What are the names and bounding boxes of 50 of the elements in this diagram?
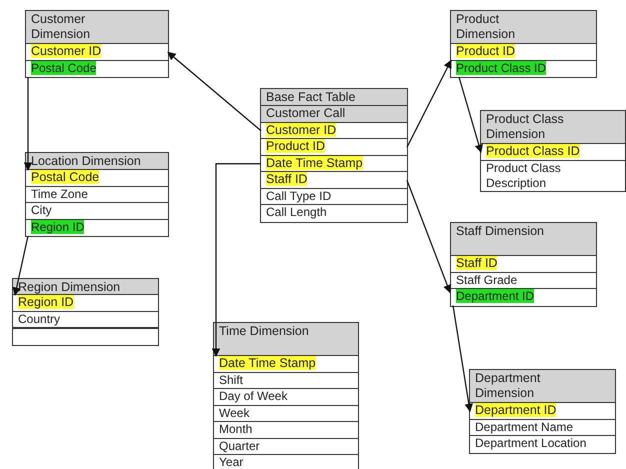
- key-field-row: Region ID: [13, 295, 158, 312]
- table-subheader: Customer Call: [261, 106, 407, 122]
- table-title: Product Dimension: [456, 12, 516, 43]
- table-title: Department Dimension: [475, 371, 542, 402]
- table-title: Region Dimension: [18, 280, 122, 294]
- table: [25, 152, 169, 237]
- table-title: Time Dimension: [219, 324, 309, 340]
- field-row: Department Name: [470, 420, 615, 436]
- key-field-row: Customer ID: [261, 122, 407, 139]
- table-title: Product Class Dimension: [486, 112, 565, 143]
- table: [480, 110, 626, 192]
- field-row: Week: [214, 406, 358, 422]
- table-title: Customer Dimension: [31, 12, 92, 43]
- table-title: Staff Dimension: [456, 224, 546, 240]
- table: [260, 88, 408, 222]
- key-field-row: Date Time Stamp: [214, 356, 358, 372]
- field-row: Time Zone: [26, 186, 168, 203]
- table: [450, 10, 597, 78]
- arrow: [12, 236, 29, 296]
- field-row: Call Type ID: [261, 188, 407, 205]
- field-row: Country: [13, 312, 158, 328]
- key-field-row: Customer ID: [26, 44, 168, 60]
- key-field-row: Date Time Stamp: [261, 156, 407, 172]
- table: [450, 222, 597, 306]
- field-row: Day of Week: [214, 389, 358, 406]
- arrow: [167, 52, 262, 132]
- field-row: Month: [214, 422, 358, 438]
- arrow: [212, 163, 261, 357]
- foreign-key-row: Product Class ID: [451, 60, 596, 77]
- key-field-row: Product ID: [261, 139, 407, 156]
- key-field-row: Product Class ID: [481, 144, 625, 160]
- arrow: [452, 305, 473, 412]
- table: [25, 10, 169, 78]
- key-field-row: Department ID: [470, 403, 615, 420]
- key-field-row: Staff ID: [261, 172, 407, 188]
- field-row: Shift: [214, 372, 358, 389]
- key-field-row: Staff ID: [451, 256, 596, 272]
- field-row: Quarter: [214, 438, 358, 455]
- table: [12, 278, 159, 346]
- table-row: [12, 328, 159, 346]
- field-row: City: [26, 203, 168, 220]
- table: [213, 322, 359, 469]
- table: [469, 369, 616, 454]
- table-title: Base Fact Table: [266, 90, 356, 105]
- arrow: [24, 77, 32, 171]
- field-row: Staff Grade: [451, 272, 596, 289]
- key-field-row: Postal Code: [26, 170, 168, 186]
- key-field-row: Product ID: [451, 44, 596, 60]
- table-title: Location Dimension: [31, 154, 142, 169]
- foreign-key-row: Postal Code: [26, 60, 168, 77]
